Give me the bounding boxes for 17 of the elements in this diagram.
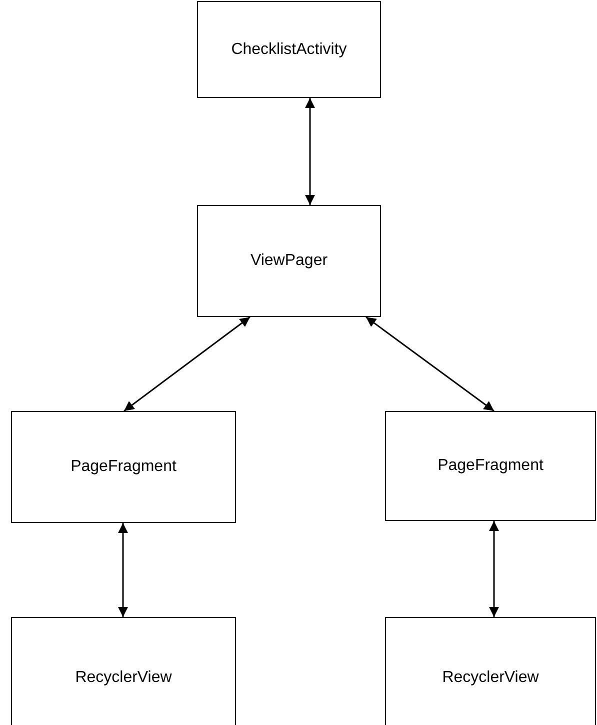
arrow	[118, 523, 128, 617]
process-box	[11, 617, 236, 725]
process-box	[385, 617, 596, 725]
process-box	[385, 411, 596, 521]
box-label: ChecklistActivity	[231, 40, 347, 58]
process-box	[11, 411, 236, 523]
box-label: PageFragment	[70, 458, 176, 476]
arrow	[489, 521, 499, 617]
process-box	[197, 1, 381, 98]
box-label: PageFragment	[438, 457, 544, 475]
arrow	[305, 98, 315, 205]
box-label: ViewPager	[250, 252, 328, 270]
box-label: RecyclerView	[75, 668, 172, 686]
arrow	[366, 316, 494, 412]
box-label: RecyclerView	[442, 668, 539, 686]
arrow	[124, 316, 250, 412]
process-box	[197, 205, 381, 317]
